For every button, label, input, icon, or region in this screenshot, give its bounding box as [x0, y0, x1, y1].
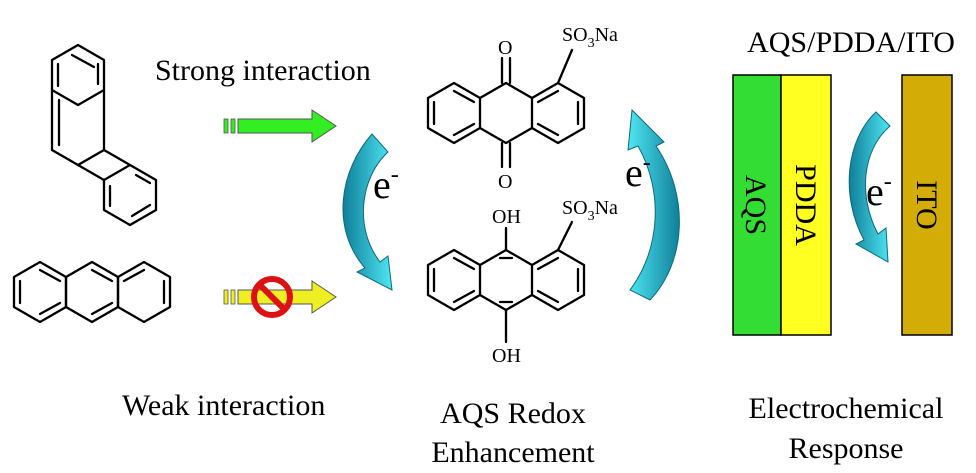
aqs-redox-label-line1: AQS Redox — [440, 397, 586, 430]
aqs-layer-label: AQS — [739, 175, 772, 235]
aqs-redox-label-line2: Enhancement — [431, 436, 595, 469]
oxygen-label-top: O — [498, 37, 512, 59]
electron-label-electrode: e- — [866, 169, 892, 214]
phenanthrene-structure — [50, 43, 158, 227]
weak-interaction-label: Weak interaction — [122, 389, 325, 422]
electron-label-right: e- — [625, 150, 651, 195]
electrochemical-label-line1: Electrochemical — [749, 392, 944, 425]
ito-layer-label: ITO — [910, 180, 943, 229]
pddа-layer — [780, 74, 832, 336]
anthracene-structure — [12, 260, 172, 324]
curved-arrow-left-down — [342, 133, 393, 291]
strong-interaction-label: Strong interaction — [155, 54, 371, 87]
electrode-title: AQS/PDDA/ITO — [747, 26, 955, 59]
aqs-layer — [732, 74, 782, 336]
hydroxyl-label-bottom: OH — [492, 345, 521, 367]
ito-layer — [901, 74, 953, 336]
oxygen-label-bottom: O — [498, 171, 512, 193]
pdda-layer-label: PDDA — [789, 164, 822, 246]
electrochemical-label-line2: Response — [789, 432, 904, 465]
curved-arrow-electrode — [848, 111, 891, 263]
hydroxyl-label-top: OH — [492, 206, 521, 228]
aqs-quinone-structure — [426, 48, 586, 169]
electron-label-left: e- — [373, 162, 399, 207]
strong-interaction-arrow — [223, 109, 337, 143]
curved-arrow-right-up — [627, 108, 680, 301]
sulfonate-label-top: SO3Na — [562, 24, 618, 51]
prohibited-icon — [251, 276, 293, 318]
aqs-hydroquinone-structure — [426, 220, 586, 344]
sulfonate-label-bottom: SO3Na — [562, 197, 618, 224]
